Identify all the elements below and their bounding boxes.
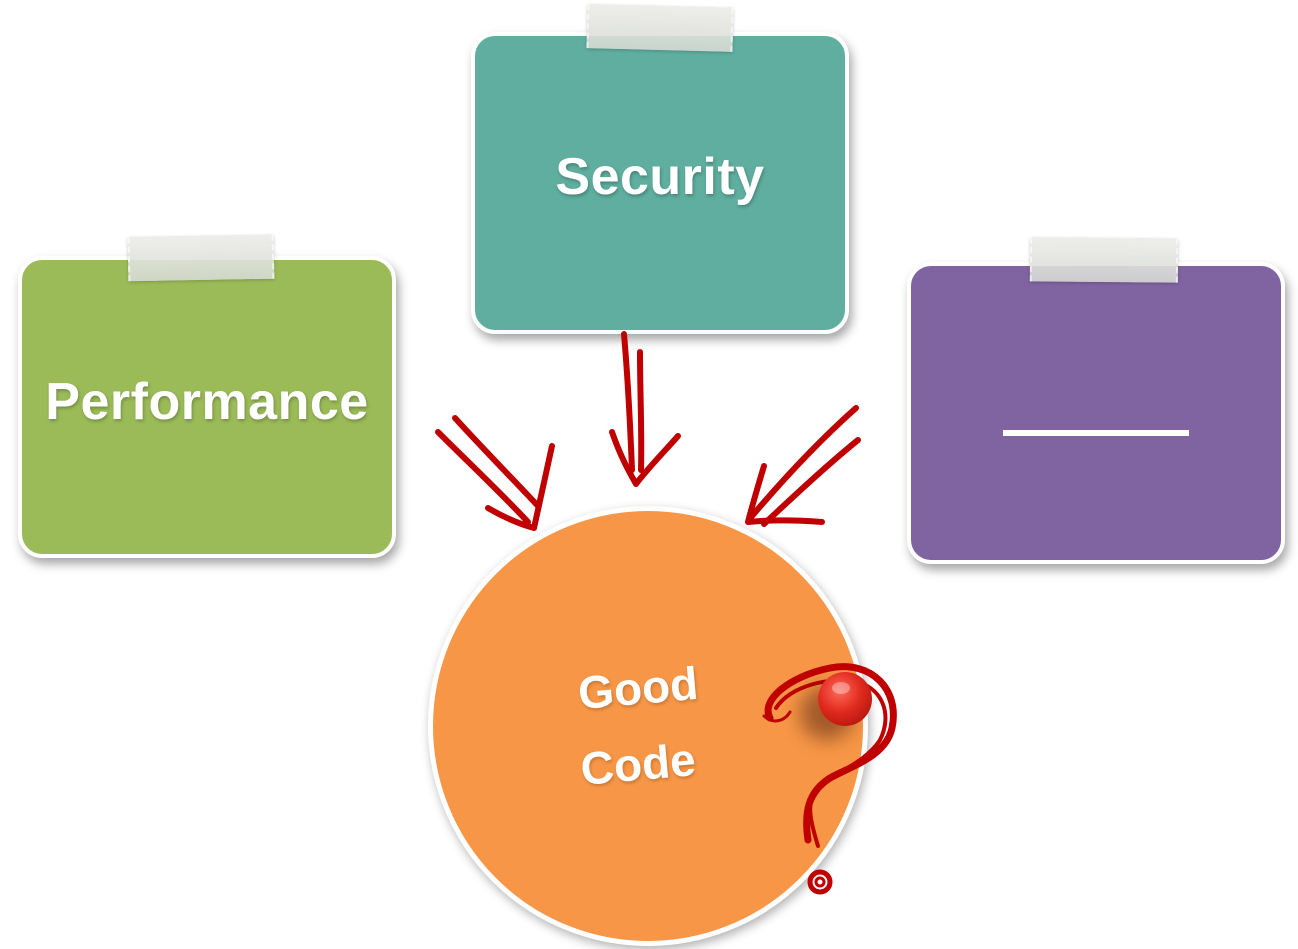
arrow-icon [435, 415, 555, 531]
arrow-icon [745, 405, 861, 527]
security-card: Security [471, 32, 849, 334]
blank-fill-line [1003, 430, 1189, 436]
security-label: Security [555, 148, 765, 206]
good-code-line2: Code [578, 733, 698, 795]
good-code-line1: Good [575, 656, 701, 720]
tape-icon [586, 4, 734, 52]
performance-label: Performance [45, 373, 369, 431]
arrow-icon [609, 331, 681, 487]
good-code-circle: Good Code [428, 506, 868, 946]
tape-icon [1029, 237, 1179, 283]
tape-icon [127, 234, 275, 282]
blank-card [907, 262, 1285, 564]
pushpin-icon [818, 672, 872, 726]
performance-card: Performance [18, 256, 396, 558]
